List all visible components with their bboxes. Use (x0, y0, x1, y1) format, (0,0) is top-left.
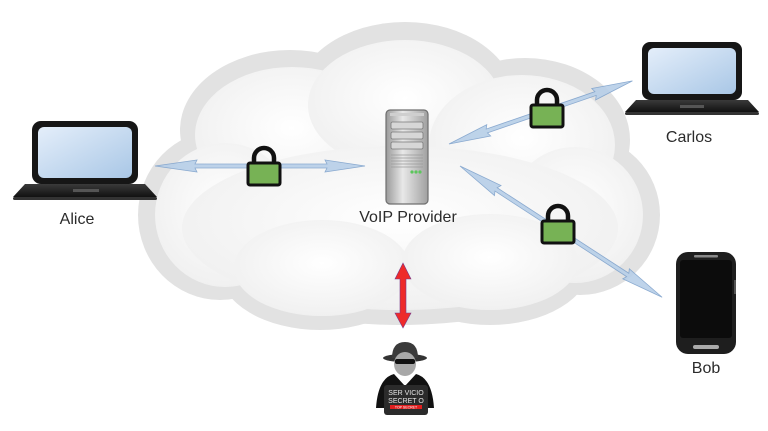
bob-label: Bob (691, 360, 721, 377)
lock-icon (246, 145, 282, 187)
lock-icon (540, 203, 576, 245)
laptop-icon[interactable] (13, 121, 157, 200)
intercept-arrow (394, 262, 412, 329)
smartphone-icon[interactable] (676, 252, 736, 354)
carlos-label: Carlos (665, 129, 713, 146)
provider-label: VoIP Provider (359, 209, 457, 226)
lock-icon (529, 87, 565, 129)
spy-badge-tag: TOP SECRET (395, 406, 418, 410)
server-icon[interactable] (385, 109, 429, 205)
cloud (138, 22, 660, 330)
laptop-icon[interactable] (625, 42, 759, 115)
spy-badge-line2: SECRET O (388, 398, 424, 405)
spy-badge-line1: SER VICIO (388, 390, 424, 397)
spy-icon[interactable]: SER VICIO SECRET O TOP SECRET (376, 342, 434, 415)
alice-label: Alice (59, 211, 95, 228)
